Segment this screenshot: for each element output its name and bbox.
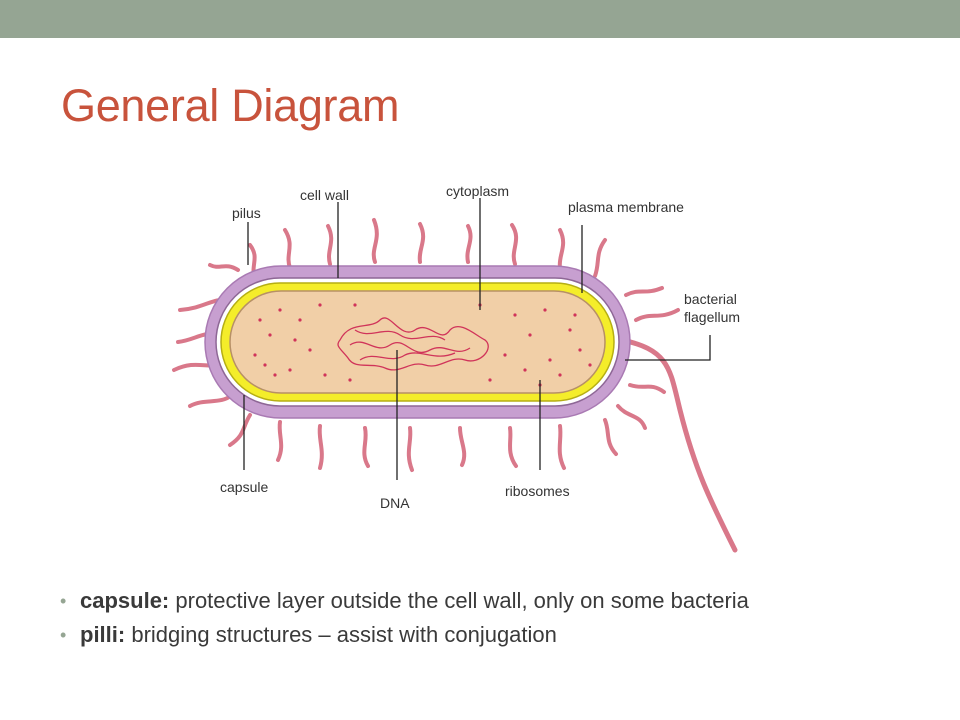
ribosomes-dots — [253, 303, 592, 387]
pili — [172, 218, 680, 472]
label-capsule: capsule — [220, 479, 268, 495]
leader-lines — [243, 198, 711, 480]
label-cell-wall: cell wall — [300, 187, 349, 203]
bullet-text: protective layer outside the cell wall, … — [169, 588, 749, 613]
bullet-item-capsule: • capsule: protective layer outside the … — [60, 588, 860, 614]
label-ribosomes: ribosomes — [505, 483, 570, 499]
label-plasma-membrane: plasma membrane — [568, 199, 684, 215]
cytoplasm — [229, 290, 606, 394]
label-cytoplasm: cytoplasm — [446, 183, 509, 199]
bacterium-diagram: pilus cell wall cytoplasm plasma membran… — [150, 170, 810, 560]
label-flagellum-line2: flagellum — [684, 309, 740, 325]
label-pilus: pilus — [232, 205, 261, 221]
flagellum — [619, 337, 738, 553]
bullet-dot-icon: • — [60, 591, 67, 611]
dna-tangle — [337, 317, 489, 371]
bullet-dot-icon: • — [60, 625, 67, 645]
slide-title: General Diagram — [61, 80, 400, 131]
bullet-list: • capsule: protective layer outside the … — [60, 588, 860, 656]
bullet-term: capsule: — [80, 588, 170, 613]
bullet-text: bridging structures – assist with conjug… — [125, 622, 557, 647]
label-flagellum-line1: bacterial — [684, 291, 737, 307]
top-accent-bar — [0, 0, 960, 38]
bullet-item-pilli: • pilli: bridging structures – assist wi… — [60, 622, 860, 648]
label-dna: DNA — [380, 495, 410, 511]
bullet-term: pilli: — [80, 622, 126, 647]
